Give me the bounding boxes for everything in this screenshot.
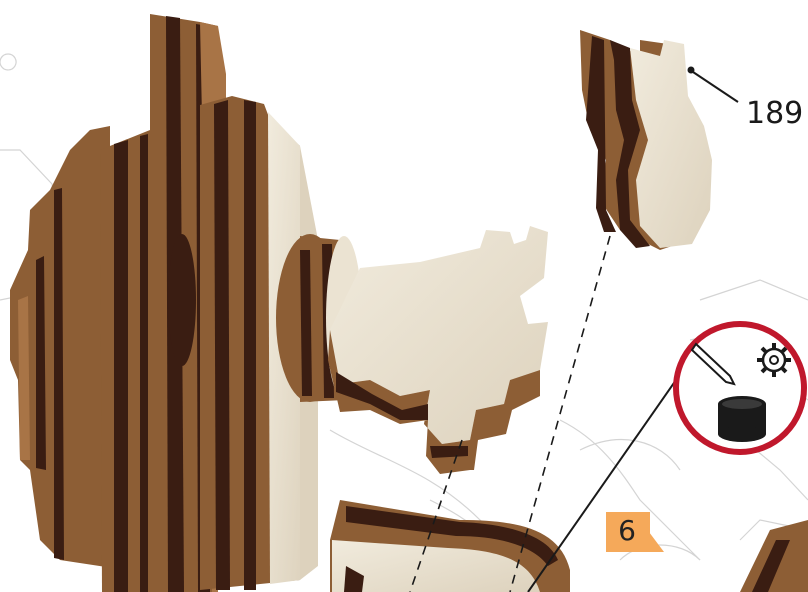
step-number-label: 6 (612, 514, 642, 547)
part-number-label: 189 (746, 96, 803, 131)
curved-piece (330, 500, 570, 592)
step-badge-corner (640, 520, 664, 552)
part-189-piece (580, 30, 712, 250)
cross-connector (328, 226, 548, 474)
glue-tool-and-gear-icon (676, 324, 804, 452)
leader-dot (688, 67, 695, 74)
partial-piece-right (740, 520, 808, 592)
